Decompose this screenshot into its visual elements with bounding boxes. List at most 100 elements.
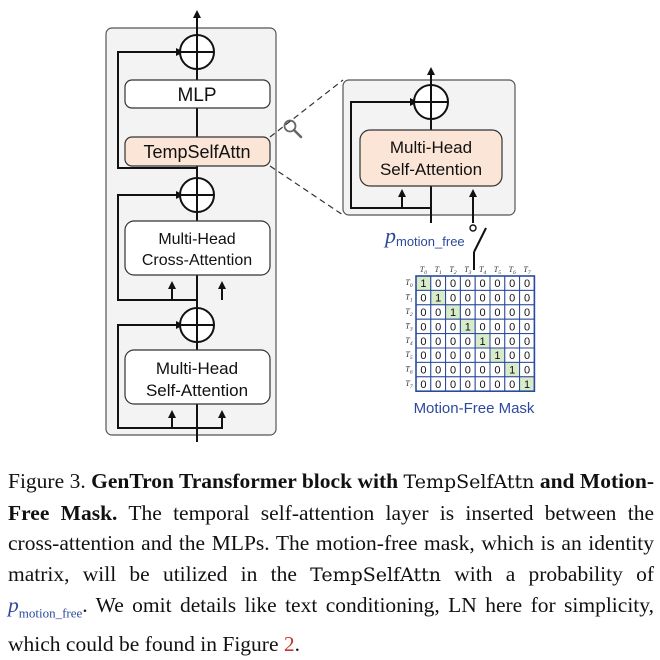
mask-col-label: T4	[479, 265, 486, 276]
caption-p-symbol: pmotion_free	[8, 593, 83, 621]
mask-col-label: T7	[523, 265, 530, 276]
caption-text2: with a probability of	[441, 561, 654, 586]
mask-cell-value: 0	[465, 365, 471, 377]
cross-attention-line2: Cross-Attention	[142, 252, 252, 269]
mask-cell-value: 0	[450, 278, 456, 290]
mask-cell-value: 0	[480, 293, 486, 305]
mask-cell-value: 0	[524, 365, 530, 377]
mask-cell-value: 0	[494, 321, 500, 333]
mask-row-label: T2	[405, 307, 412, 318]
add-node-zoomed	[413, 84, 449, 120]
figure-2-link[interactable]: 2	[283, 632, 295, 657]
mask-cell-value: 1	[509, 365, 515, 377]
mask-cell-value: 0	[435, 278, 441, 290]
mask-row-label: T7	[405, 379, 412, 390]
mask-cell-value: 0	[450, 379, 456, 391]
mask-cell-value: 0	[435, 379, 441, 391]
mask-cell-value: 0	[465, 350, 471, 362]
self-attention-line1: Multi-Head	[156, 359, 238, 378]
caption-text3: . We omit details like text conditioning…	[8, 593, 654, 657]
mask-col-label: T2	[449, 265, 456, 276]
mask-cell-value: 0	[435, 350, 441, 362]
mask-cell-value: 0	[524, 278, 530, 290]
mask-cell-value: 0	[450, 336, 456, 348]
mask-row-label: T1	[405, 293, 412, 304]
mask-cell-value: 1	[524, 379, 530, 391]
temp-self-attn-label: TempSelfAttn	[143, 142, 250, 162]
mask-cell-value: 0	[450, 321, 456, 333]
mask-row-label: T6	[405, 365, 412, 376]
add-node-bottom	[179, 307, 215, 343]
mask-cell-value: 0	[450, 350, 456, 362]
mask-cell-value: 0	[450, 293, 456, 305]
mask-cell-value: 0	[509, 336, 515, 348]
mask-cell-value: 0	[494, 379, 500, 391]
zoom-line-bottom	[269, 165, 344, 216]
mask-col-label: T3	[464, 265, 471, 276]
add-node-top	[179, 34, 215, 70]
mask-cell-value: 0	[509, 321, 515, 333]
mask-cell-value: 0	[420, 379, 426, 391]
mask-cell-value: 0	[509, 293, 515, 305]
mask-cell-value: 1	[494, 350, 500, 362]
mask-border	[415, 275, 536, 392]
mask-cell-value: 1	[465, 321, 471, 333]
mask-row-label: T5	[405, 350, 412, 361]
caption-prefix: Figure 3.	[8, 469, 92, 493]
caption-bold2: and Motion-Free Mask.	[8, 469, 654, 525]
self-attention-line2: Self-Attention	[146, 381, 248, 400]
mask-cell-value: 0	[524, 336, 530, 348]
caption-code2: TempSelfAttn	[310, 563, 442, 586]
caption-text1: The temporal self-attention layer is ins…	[8, 500, 654, 586]
mask-row-label: T4	[405, 336, 412, 347]
mask-col-label: T5	[494, 265, 501, 276]
caption-code1: TempSelfAttn	[403, 471, 535, 493]
mask-cell-value: 0	[524, 293, 530, 305]
mask-cell-value: 0	[465, 293, 471, 305]
mask-cell-value: 0	[494, 307, 500, 319]
mask-cell-value: 0	[524, 321, 530, 333]
mask-cell-value: 0	[509, 307, 515, 319]
mask-cell-value: 1	[450, 307, 456, 319]
mask-cell-value: 0	[509, 379, 515, 391]
mask-cell-value: 0	[480, 278, 486, 290]
mask-cell-value: 0	[420, 307, 426, 319]
mask-cell-value: 0	[435, 336, 441, 348]
mask-cell-value: 0	[420, 321, 426, 333]
mask-cell-value: 0	[480, 307, 486, 319]
mask-cell-value: 0	[524, 350, 530, 362]
mask-cell-value: 0	[435, 307, 441, 319]
mask-col-label: T1	[435, 265, 442, 276]
mask-cell-value: 0	[524, 307, 530, 319]
mask-row-label: T3	[405, 321, 412, 332]
mask-cell-value: 0	[480, 379, 486, 391]
cross-attention-line1: Multi-Head	[158, 231, 235, 248]
mask-cell-value: 0	[465, 336, 471, 348]
mlp-box	[124, 79, 271, 109]
zoomed-attention-line1: Multi-Head	[390, 138, 472, 157]
mask-cell-value: 0	[480, 321, 486, 333]
zoom-line-top	[269, 79, 344, 138]
mask-cell-value: 0	[494, 278, 500, 290]
mask-title: Motion-Free Mask	[414, 400, 535, 417]
mask-cell-value: 0	[450, 365, 456, 377]
temp-self-attn-box	[124, 136, 271, 167]
zoomed-attention-line2: Self-Attention	[380, 160, 482, 179]
mask-cell-value: 0	[420, 336, 426, 348]
caption-bold1: GenTron Transformer block with	[91, 469, 404, 493]
mask-row-label: T0	[405, 278, 412, 289]
switch-icon	[469, 224, 487, 270]
mask-cell-value: 0	[435, 321, 441, 333]
mask-cell-value: 0	[494, 293, 500, 305]
mask-cell-value: 0	[420, 293, 426, 305]
mask-col-label: T6	[509, 265, 516, 276]
mask-col-label: T0	[420, 265, 427, 276]
zoomed-attention-box	[359, 129, 503, 187]
mask-cell-value: 1	[420, 278, 426, 290]
caption-end: .	[294, 632, 300, 657]
mlp-label: MLP	[177, 85, 216, 106]
cross-attention-input-arrows	[168, 281, 226, 300]
self-attention-box	[124, 349, 271, 405]
mask-cell-value: 0	[494, 336, 500, 348]
